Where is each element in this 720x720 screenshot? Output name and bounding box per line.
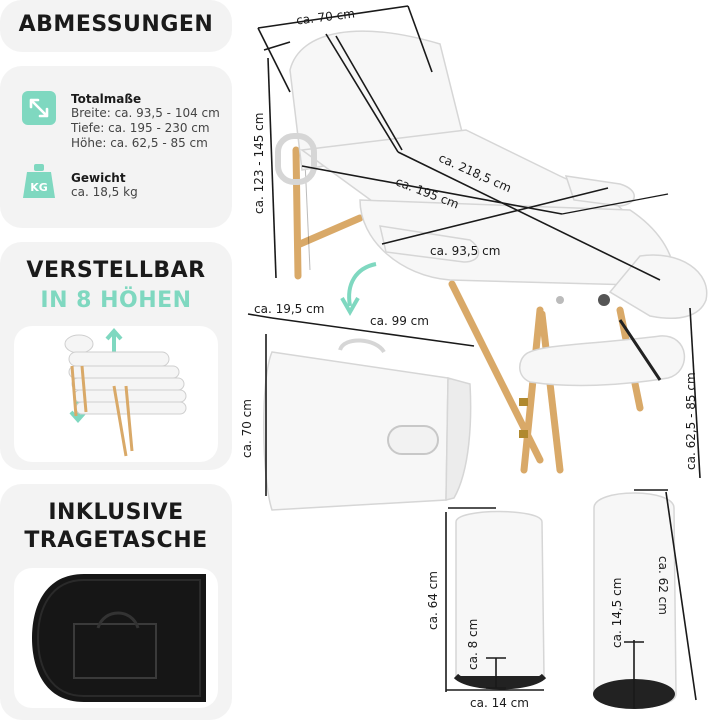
dim-roll1-width: ca. 14 cm	[470, 696, 529, 710]
resize-arrows-icon	[22, 91, 56, 125]
bag-title-line1: INKLUSIVE	[48, 500, 184, 525]
dim-fold-height: ca. 70 cm	[240, 399, 254, 458]
folded-table-case	[262, 338, 472, 511]
dim-roll2-height: ca. 62 cm	[656, 556, 670, 615]
dim-width-table: ca. 93,5 cm	[430, 244, 501, 258]
dim-leg-height: ca. 62,5 - 85 cm	[684, 372, 698, 470]
dim-fold-length: ca. 99 cm	[370, 314, 429, 328]
dim-height-range: ca. 123 - 145 cm	[252, 112, 266, 214]
weight-icon: KG	[22, 162, 56, 200]
dim-roll1-depth: ca. 8 cm	[466, 618, 480, 670]
carry-bag-image-card	[14, 568, 218, 708]
spec-tiefe: Tiefe: ca. 195 - 230 cm	[71, 121, 210, 135]
adjustable-title-line1: VERSTELLBAR	[26, 258, 206, 283]
dim-roll2-depth: ca. 14,5 cm	[610, 577, 624, 648]
dimension-lines-case	[247, 313, 475, 496]
dimension-lines-roll1	[445, 507, 544, 692]
adjustable-image-card	[14, 326, 218, 462]
dim-length-full: ca. 218,5 cm	[436, 150, 514, 196]
dim-fold-depth: ca. 19,5 cm	[254, 302, 325, 316]
fold-arrow-icon	[347, 262, 377, 307]
table-legs	[292, 146, 644, 474]
spec-breite: Breite: ca. 93,5 - 104 cm	[71, 106, 220, 120]
weight-specs: Gewicht ca. 18,5 kg	[71, 171, 138, 200]
weight-label: Gewicht	[71, 171, 126, 185]
dim-top-width: ca. 70 cm	[295, 6, 356, 28]
bag-title-line2: TRAGETASCHE	[24, 528, 208, 553]
dimension-lines-table	[257, 5, 701, 479]
total-label: Totalmaße	[71, 92, 142, 106]
spec-hoehe: Höhe: ca. 62,5 - 85 cm	[71, 136, 208, 150]
carry-bag-illustration	[32, 574, 206, 702]
dim-length-table: ca. 195 cm	[393, 174, 461, 212]
total-specs: Totalmaße Breite: ca. 93,5 - 104 cm Tief…	[71, 92, 231, 151]
adjustable-title-line2: IN 8 HÖHEN	[40, 288, 192, 313]
weight-value: ca. 18,5 kg	[71, 185, 138, 199]
height-levels-illustration	[64, 327, 187, 457]
page-title: ABMESSUNGEN	[18, 12, 214, 37]
dim-roll1-height: ca. 64 cm	[426, 571, 440, 630]
table-top	[289, 30, 708, 387]
dimensions-header-panel	[0, 0, 232, 52]
weight-icon-text: KG	[30, 181, 48, 194]
